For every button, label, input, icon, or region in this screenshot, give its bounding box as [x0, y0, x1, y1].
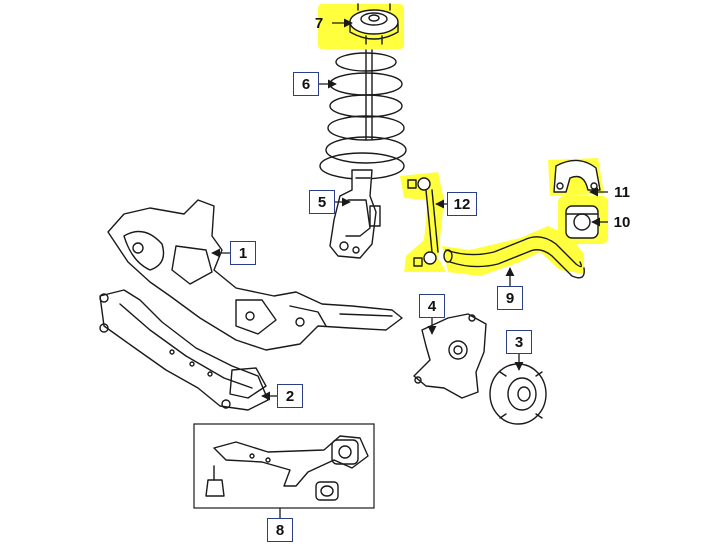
- callout-3: 3: [506, 330, 532, 354]
- callout-1: 1: [230, 241, 256, 265]
- coil-spring-drawing: [319, 49, 407, 180]
- strut-mount-drawing: [349, 3, 399, 45]
- highlight-sway-bar-link: [400, 172, 446, 272]
- line-drawing: [99, 3, 601, 501]
- callout-10: 10: [613, 214, 631, 231]
- callout-7: 7: [314, 15, 324, 32]
- highlight-stabilizer-bar: [442, 226, 584, 276]
- callout-11: 11: [614, 184, 630, 201]
- leader-lines: [211, 18, 608, 518]
- control-arm-kit-frame: [193, 423, 375, 509]
- subframe-drawing: [107, 199, 403, 351]
- strut-body-drawing: [329, 169, 381, 259]
- bushing-bracket-drawing: [553, 159, 601, 193]
- callout-6: 6: [293, 72, 319, 96]
- sway-bar-link-drawing: [407, 177, 439, 267]
- callout-2: 2: [277, 384, 303, 408]
- control-arm-kit-drawing: [205, 435, 369, 501]
- callout-12: 12: [447, 192, 477, 216]
- callout-9: 9: [497, 286, 523, 310]
- steering-knuckle-drawing: [413, 313, 487, 399]
- wheel-hub-drawing: [489, 363, 547, 425]
- callout-8: 8: [267, 518, 293, 542]
- callout-4: 4: [419, 294, 445, 318]
- callout-5: 5: [309, 190, 335, 214]
- stabilizer-bar-drawing: [443, 236, 585, 279]
